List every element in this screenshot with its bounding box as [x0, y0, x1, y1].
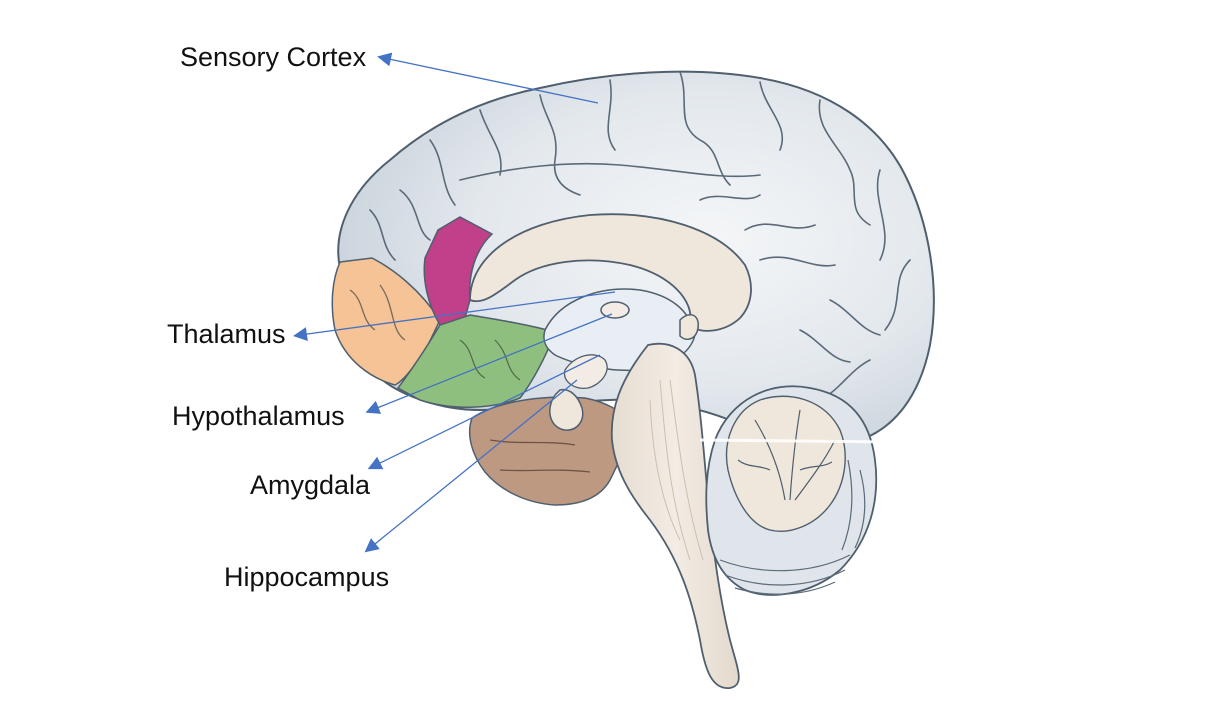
highlight-streak — [699, 438, 891, 444]
magenta-region — [423, 216, 494, 326]
pointer-hippocampus — [364, 379, 578, 553]
brainstem-lines — [649, 379, 704, 561]
pointer-lines — [293, 52, 616, 553]
corpus-callosum — [469, 213, 752, 332]
pointer-amygdala — [367, 354, 601, 470]
label-thalamus: Thalamus — [167, 319, 286, 349]
orange-region — [331, 257, 441, 386]
hippocampus-structure — [549, 388, 584, 431]
brainstem — [610, 342, 740, 689]
amygdala-structure — [563, 354, 608, 389]
label-hypothalamus: Hypothalamus — [172, 401, 345, 431]
pineal-body — [679, 313, 699, 341]
pointer-thalamus — [293, 291, 616, 341]
arbor-vitae-branches — [737, 409, 836, 501]
green-region-sulci — [459, 339, 521, 381]
pointer-sensory-cortex — [377, 52, 599, 104]
brown-region-sulci — [489, 439, 591, 473]
orange-region-sulci — [349, 284, 406, 341]
label-amygdala: Amygdala — [250, 470, 371, 500]
thalamus-structure — [600, 301, 630, 319]
cerebellum-folia — [719, 459, 866, 595]
label-sensory-cortex: Sensory Cortex — [180, 42, 367, 72]
label-hippocampus: Hippocampus — [224, 562, 390, 592]
brown-region — [468, 396, 629, 506]
arbor-vitae — [725, 395, 846, 532]
pointer-hypothalamus — [365, 313, 613, 414]
